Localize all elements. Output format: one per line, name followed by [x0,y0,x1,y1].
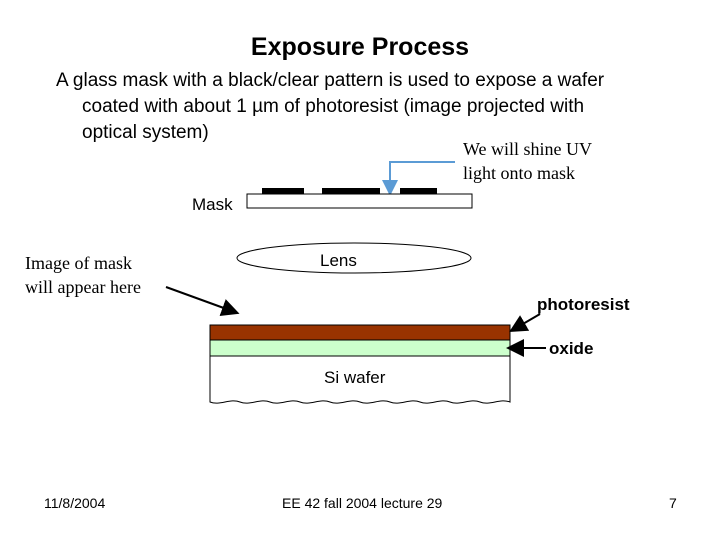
photoresist-layer [209,324,511,341]
footer-date: 11/8/2004 [44,495,106,511]
description-paragraph: A glass mask with a black/clear pattern … [56,68,666,146]
uv-light-arrow [382,161,455,196]
mask-pattern-2 [322,188,380,194]
description-line-1: A glass mask with a black/clear pattern … [56,70,605,91]
image-location-arrow [165,286,240,317]
mask-label: Mask [192,195,233,214]
photoresist-arrow [509,313,541,333]
description-line-3: optical system) [82,122,209,143]
description-line-2: coated with about 1 µm of photoresist (i… [82,96,585,117]
mask-pattern-3 [400,188,437,194]
oxide-label: oxide [549,339,594,358]
uv-note-line-2: light onto mask [463,163,575,183]
uv-note: We will shine UV light onto mask [463,137,592,185]
footer-page-number: 7 [669,495,677,511]
lens-ellipse [236,242,472,274]
footer-lecture: EE 42 fall 2004 lecture 29 [282,495,443,511]
image-note-line-1: Image of mask [25,253,132,273]
slide-title: Exposure Process [250,33,470,61]
uv-note-line-1: We will shine UV [463,139,593,159]
mask-glass-plate [246,193,473,209]
image-note: Image of mask will appear here [25,251,141,299]
photoresist-label: photoresist [537,295,630,314]
image-note-line-2: will appear here [25,277,141,297]
oxide-layer [209,339,511,357]
mask-pattern-1 [262,188,304,194]
si-wafer-label: Si wafer [324,368,386,387]
lens-label: Lens [320,251,357,270]
si-wafer [209,355,511,404]
